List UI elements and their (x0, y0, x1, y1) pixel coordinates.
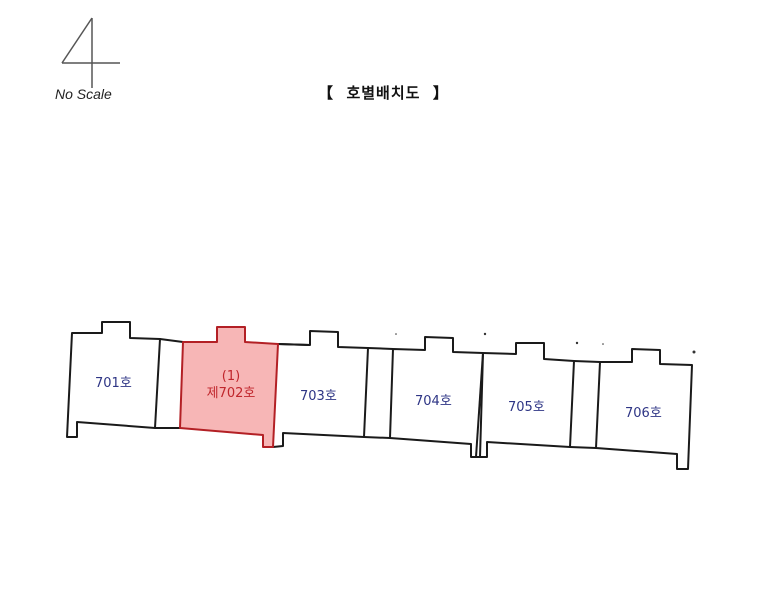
unit-705-outline (480, 342, 575, 458)
unit-703-outline (272, 330, 369, 448)
unit-703-label: 703호 (300, 389, 337, 404)
unit-704-label: 704호 (415, 394, 452, 409)
unit-705-label: 705호 (508, 400, 545, 415)
unit-702-prefix: (1) (221, 369, 241, 384)
unit-706-label: 706호 (625, 406, 662, 421)
north-arrow-icon (61, 17, 120, 88)
scale-note: No Scale (55, 86, 112, 102)
unit-706-outline (595, 348, 693, 470)
unit-702-name: 제702호 (206, 386, 256, 401)
unit-701-label: 701호 (95, 376, 132, 391)
unit-702-highlight (179, 326, 279, 448)
unit-702-label: (1) 제702호 (198, 368, 264, 402)
page-title: 【 호별배치도 】 (318, 84, 449, 102)
